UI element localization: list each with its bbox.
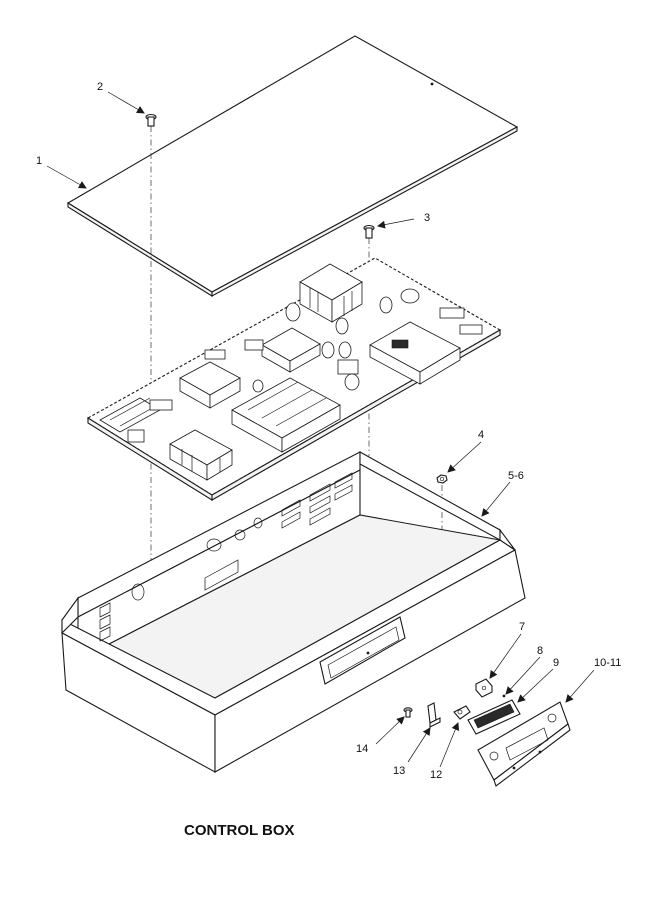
gasket-part-8 — [502, 694, 506, 698]
bracket-part-13 — [427, 702, 441, 728]
callout-8: 8 — [537, 645, 543, 657]
callout-4: 4 — [478, 429, 484, 441]
callout-7: 7 — [519, 621, 525, 633]
back-wall-cutouts — [99, 472, 353, 642]
callout-5-6: 5-6 — [508, 470, 524, 482]
relay-block-center — [231, 377, 341, 453]
clip-part-12 — [453, 705, 471, 720]
callout-12: 12 — [430, 769, 442, 781]
relay-block-upper — [179, 361, 241, 409]
callout-3: 3 — [424, 212, 430, 224]
transformer — [299, 263, 363, 323]
enclosure-box — [61, 451, 526, 773]
callout-9: 9 — [553, 657, 559, 669]
front-window-cutout — [319, 616, 406, 685]
callout-2: 2 — [97, 81, 103, 93]
display-lens-part-9 — [467, 699, 521, 735]
round-components — [252, 288, 420, 393]
bracket-part-7 — [475, 678, 493, 698]
callout-13: 13 — [393, 765, 405, 777]
screw-part-14 — [403, 707, 413, 718]
relay-block-right — [369, 321, 461, 385]
leader-lines — [46, 91, 595, 768]
callout-1: 1 — [36, 155, 42, 167]
callout-10-11: 10-11 — [594, 657, 621, 669]
relay-block-left — [169, 429, 233, 481]
cover-panel — [66, 35, 519, 297]
small-components — [127, 307, 483, 443]
callout-14: 14 — [356, 743, 368, 755]
callout-labels: 1 2 3 4 5-6 7 8 9 10-11 12 13 14 — [36, 81, 621, 781]
diagram-caption: CONTROL BOX — [184, 822, 295, 839]
relay-block-mid — [261, 327, 321, 373]
circuit-board — [86, 257, 502, 501]
display-bezel-part-10-11 — [477, 701, 571, 787]
